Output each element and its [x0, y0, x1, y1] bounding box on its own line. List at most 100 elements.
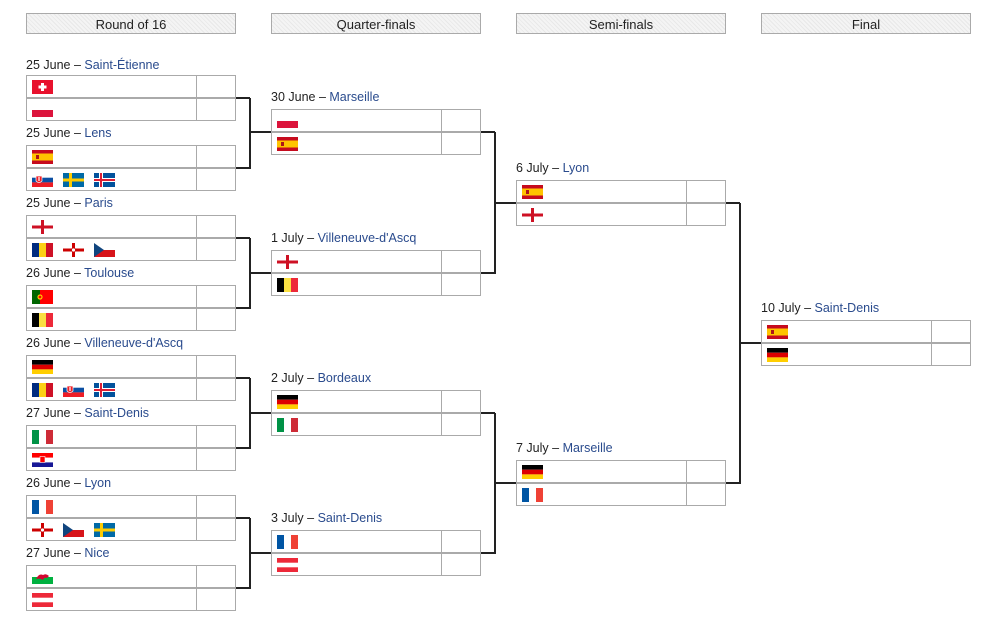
sweden-flag-icon[interactable] — [94, 523, 115, 537]
france-flag-icon[interactable] — [32, 500, 53, 514]
romania-flag-icon[interactable] — [32, 243, 53, 257]
team-row — [516, 180, 726, 203]
team-row — [26, 378, 236, 401]
switzerland-flag-icon[interactable] — [32, 80, 53, 94]
score-cell — [931, 320, 971, 343]
team-flags — [767, 348, 788, 362]
team-flags — [32, 103, 53, 117]
italy-flag-icon[interactable] — [277, 418, 298, 432]
team-row — [271, 530, 481, 553]
romania-flag-icon[interactable] — [32, 383, 53, 397]
spain-flag-icon[interactable] — [32, 150, 53, 164]
england-flag-icon[interactable] — [32, 220, 53, 234]
score-cell — [686, 180, 726, 203]
team-cell — [516, 203, 687, 226]
venue-link[interactable]: Nice — [84, 546, 110, 560]
poland-flag-icon[interactable] — [32, 103, 53, 117]
germany-flag-icon[interactable] — [522, 465, 543, 479]
iceland-flag-icon[interactable] — [94, 173, 115, 187]
spain-flag-icon[interactable] — [277, 137, 298, 151]
connector-line — [250, 272, 271, 274]
germany-flag-icon[interactable] — [32, 360, 53, 374]
spain-flag-icon[interactable] — [767, 325, 788, 339]
team-flags — [32, 313, 53, 327]
team-row — [26, 238, 236, 261]
venue-link[interactable]: Saint-Denis — [317, 511, 383, 525]
match-label: 3 July – Saint-Denis — [271, 511, 382, 525]
match-label: 26 June – Toulouse — [26, 266, 134, 280]
france-flag-icon[interactable] — [277, 535, 298, 549]
connector-line — [236, 307, 250, 309]
venue-link[interactable]: Marseille — [562, 441, 613, 455]
team-row — [26, 588, 236, 611]
venue-link[interactable]: Toulouse — [84, 266, 135, 280]
italy-flag-icon[interactable] — [32, 430, 53, 444]
match-date: 2 July – — [271, 371, 318, 385]
team-row — [26, 495, 236, 518]
team-cell — [26, 145, 197, 168]
austria-flag-icon[interactable] — [277, 558, 298, 572]
team-cell — [26, 518, 197, 541]
score-cell — [441, 132, 481, 155]
score-cell — [196, 355, 236, 378]
germany-flag-icon[interactable] — [767, 348, 788, 362]
team-cell — [26, 308, 197, 331]
venue-link[interactable]: Lens — [84, 126, 112, 140]
iceland-flag-icon[interactable] — [94, 383, 115, 397]
venue-link[interactable]: Bordeaux — [317, 371, 372, 385]
austria-flag-icon[interactable] — [32, 593, 53, 607]
team-flags — [277, 418, 298, 432]
team-cell — [26, 378, 197, 401]
venue-link[interactable]: Saint-Denis — [84, 406, 150, 420]
match-date: 25 June – — [26, 58, 85, 72]
score-cell — [931, 343, 971, 366]
northern-ireland-flag-icon[interactable] — [63, 243, 84, 257]
venue-link[interactable]: Marseille — [329, 90, 380, 104]
connector-line — [495, 482, 516, 484]
france-flag-icon[interactable] — [522, 488, 543, 502]
czech-flag-icon[interactable] — [63, 523, 84, 537]
czech-flag-icon[interactable] — [94, 243, 115, 257]
team-row — [26, 75, 236, 98]
team-flags — [32, 243, 115, 257]
germany-flag-icon[interactable] — [277, 395, 298, 409]
match-label: 2 July – Bordeaux — [271, 371, 371, 385]
slovakia-flag-icon[interactable] — [63, 383, 84, 397]
score-cell — [196, 98, 236, 121]
poland-flag-icon[interactable] — [277, 114, 298, 128]
team-flags — [277, 278, 298, 292]
team-cell — [761, 343, 932, 366]
team-cell — [26, 215, 197, 238]
score-cell — [196, 285, 236, 308]
belgium-flag-icon[interactable] — [32, 313, 53, 327]
england-flag-icon[interactable] — [522, 208, 543, 222]
slovakia-flag-icon[interactable] — [32, 173, 53, 187]
venue-link[interactable]: Saint-Denis — [814, 301, 880, 315]
team-cell — [26, 565, 197, 588]
score-cell — [196, 215, 236, 238]
portugal-flag-icon[interactable] — [32, 290, 53, 304]
venue-link[interactable]: Lyon — [562, 161, 590, 175]
match-date: 25 June – — [26, 196, 85, 210]
belgium-flag-icon[interactable] — [277, 278, 298, 292]
sweden-flag-icon[interactable] — [63, 173, 84, 187]
spain-flag-icon[interactable] — [522, 185, 543, 199]
venue-link[interactable]: Lyon — [84, 476, 112, 490]
score-cell — [686, 203, 726, 226]
venue-link[interactable]: Villeneuve-d'Ascq — [317, 231, 417, 245]
round-header-final: Final — [761, 13, 971, 34]
match-date: 26 June – — [26, 266, 85, 280]
croatia-flag-icon[interactable] — [32, 453, 53, 467]
england-flag-icon[interactable] — [277, 255, 298, 269]
score-cell — [196, 518, 236, 541]
northern-ireland-flag-icon[interactable] — [32, 523, 53, 537]
wales-flag-icon[interactable] — [32, 570, 53, 584]
venue-link[interactable]: Paris — [84, 196, 113, 210]
score-cell — [196, 308, 236, 331]
venue-link[interactable]: Saint-Étienne — [84, 58, 160, 72]
venue-link[interactable]: Villeneuve-d'Ascq — [84, 336, 184, 350]
team-flags — [32, 430, 53, 444]
score-cell — [686, 460, 726, 483]
match-label: 1 July – Villeneuve-d'Ascq — [271, 231, 416, 245]
team-row — [26, 565, 236, 588]
